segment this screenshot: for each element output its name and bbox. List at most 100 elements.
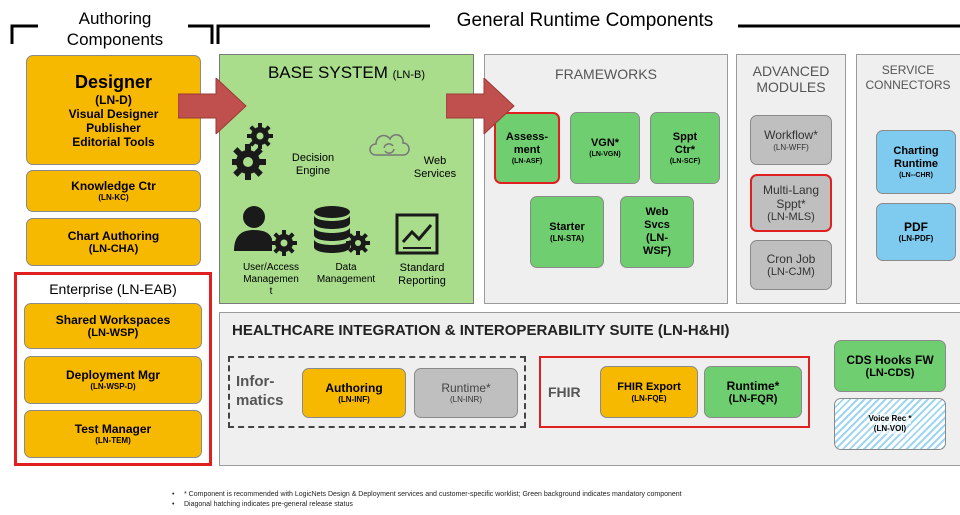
shared-workspaces-box: Shared Workspaces (LN-WSP) — [24, 303, 202, 349]
fhir-label: FHIR — [548, 384, 581, 400]
runtime-inr-line1: Runtime* — [441, 381, 491, 395]
runtime-fqr-box: Runtime* (LN-FQR) — [704, 366, 802, 418]
database-icon — [314, 206, 370, 255]
footnote-1-text: * Component is recommended with LogicNet… — [184, 491, 682, 498]
authoring-components-header: Authoring Components — [40, 8, 190, 50]
multilang-box: Multi-Lang Sppt* (LN-MLS) — [750, 174, 832, 232]
bullet-icon: • — [172, 501, 175, 508]
workflow-code: (LN-WFF) — [773, 142, 809, 152]
hhi-title: HEALTHCARE INTEGRATION & INTEROPERABILIT… — [232, 322, 730, 339]
web-svcs-box: Web Svcs (LN- WSF) — [620, 196, 694, 268]
informatics-label: Infor- matics — [236, 372, 300, 410]
designer-line1: Visual Designer — [68, 106, 159, 121]
fhir-export-code: (LN-FQE) — [631, 393, 667, 403]
decision-engine-line2: Engine — [295, 165, 331, 177]
assessment-code: (LN-ASF) — [511, 157, 543, 165]
multilang-code: (LN-MLS) — [767, 210, 815, 223]
data-management-line1: Data — [335, 262, 357, 273]
advanced-title-line1: ADVANCED — [752, 63, 830, 79]
charting-runtime-line2: Runtime — [894, 157, 938, 170]
base-system-title-text: BASE SYSTEM — [267, 63, 388, 82]
base-system-panel — [219, 54, 474, 304]
shared-workspaces-title: Shared Workspaces — [55, 312, 171, 327]
runtime-inr-code: (LN-INR) — [450, 395, 482, 404]
vgn-box: VGN* (LN-VGN) — [570, 112, 640, 184]
user-access-line1: User/Access — [242, 262, 300, 273]
designer-line3: Editorial Tools — [72, 134, 155, 149]
chart-authoring-box: Chart Authoring (LN-CHA) — [26, 218, 201, 266]
sppt-ctr-line1: Sppt — [672, 130, 698, 143]
cds-hooks-box: CDS Hooks FW (LN-CDS) — [834, 340, 946, 392]
footnote-2-text: Diagonal hatching indicates pre-general … — [184, 501, 353, 508]
shared-workspaces-code: (LN-WSP) — [87, 326, 139, 339]
starter-box: Starter (LN-STA) — [530, 196, 604, 268]
user-access-line2: Managemen — [243, 274, 299, 285]
data-management-label: Data Management — [310, 262, 382, 286]
knowledge-ctr-box: Knowledge Ctr (LN-KC) — [26, 170, 201, 212]
bullet-icon: • — [172, 491, 175, 498]
cron-job-box: Cron Job (LN-CJM) — [750, 240, 832, 290]
fhir-export-line1: FHIR Export — [617, 380, 681, 393]
multilang-line2: Sppt* — [776, 196, 806, 211]
knowledge-ctr-title: Knowledge Ctr — [71, 179, 156, 193]
starter-code: (LN-STA) — [549, 233, 585, 243]
service-connectors-title: SERVICE CONNECTORS — [856, 63, 960, 93]
enterprise-group — [14, 272, 212, 466]
workflow-line1: Workflow* — [764, 127, 818, 142]
workflow-box: Workflow* (LN-WFF) — [750, 115, 832, 165]
decision-engine-line1: Decision — [291, 152, 335, 164]
decision-engine-label: Decision Engine — [283, 152, 343, 178]
fhir-export-box: FHIR Export (LN-FQE) — [600, 366, 698, 418]
base-to-frameworks-arrow-icon — [446, 78, 515, 134]
chart-authoring-title: Chart Authoring — [67, 228, 160, 243]
informatics-line2: matics — [236, 392, 284, 409]
charting-runtime-box: Charting Runtime (LN--CHR) — [876, 130, 956, 194]
voice-rec-code: (LN-VOI) — [873, 424, 907, 434]
authoring-header-line2: Components — [66, 30, 164, 49]
footnote-2: • Diagonal hatching indicates pre-general… — [172, 500, 932, 510]
service-connectors-line2: CONNECTORS — [865, 78, 951, 92]
deployment-mgr-title: Deployment Mgr — [65, 368, 160, 382]
standard-reporting-line2: Reporting — [398, 275, 446, 287]
deployment-mgr-code: (LN-WSP-D) — [90, 382, 136, 391]
test-manager-code: (LN-TEM) — [95, 436, 131, 445]
chart-authoring-code: (LN-CHA) — [88, 242, 139, 255]
test-manager-title: Test Manager — [74, 422, 152, 436]
designer-to-base-arrow-icon — [178, 78, 247, 134]
standard-reporting-label: Standard Reporting — [384, 262, 460, 288]
web-svcs-line1: Web — [645, 206, 669, 218]
base-system-title: BASE SYSTEM (LN-B) — [219, 63, 474, 85]
pdf-line1: PDF — [904, 220, 928, 234]
deployment-mgr-box: Deployment Mgr (LN-WSP-D) — [24, 356, 202, 404]
data-management-line2: Management — [316, 274, 376, 285]
cron-job-line1: Cron Job — [766, 251, 816, 266]
vgn-code: (LN-VGN) — [589, 151, 621, 158]
web-services-line2: Services — [413, 168, 457, 180]
designer-box: Designer (LN-D) Visual Designer Publishe… — [26, 55, 201, 165]
test-manager-box: Test Manager (LN-TEM) — [24, 410, 202, 458]
enterprise-title: Enterprise (LN-EAB) — [49, 281, 177, 297]
starter-line1: Starter — [549, 220, 585, 233]
charting-runtime-code: (LN--CHR) — [899, 171, 933, 179]
footnote-1: • * Component is recommended with LogicNe… — [172, 490, 932, 500]
fhir-group — [539, 356, 810, 428]
charting-runtime-line1: Charting — [893, 144, 939, 157]
informatics-group — [228, 356, 526, 428]
web-svcs-line3: (LN- — [646, 232, 668, 244]
designer-title: Designer — [74, 71, 153, 92]
authoring-inf-line1: Authoring — [325, 381, 383, 395]
runtime-inr-box: Runtime* (LN-INR) — [414, 368, 518, 418]
frameworks-title: FRAMEWORKS — [555, 66, 657, 82]
cds-hooks-line1: CDS Hooks FW — [846, 352, 934, 367]
footnotes: • * Component is recommended with LogicNe… — [172, 490, 932, 510]
web-svcs-line4: WSF) — [642, 245, 672, 257]
web-services-line1: Web — [423, 155, 447, 167]
designer-code: (LN-D) — [95, 92, 132, 107]
runtime-fqr-code: (LN-FQR) — [728, 392, 778, 405]
multilang-line1: Multi-Lang — [762, 182, 820, 197]
general-runtime-header: General Runtime Components — [456, 10, 714, 31]
standard-reporting-icon — [395, 213, 439, 255]
cloud-icon — [369, 134, 410, 156]
base-system-code: (LN-B) — [392, 69, 426, 81]
web-services-label: Web Services — [400, 155, 470, 181]
